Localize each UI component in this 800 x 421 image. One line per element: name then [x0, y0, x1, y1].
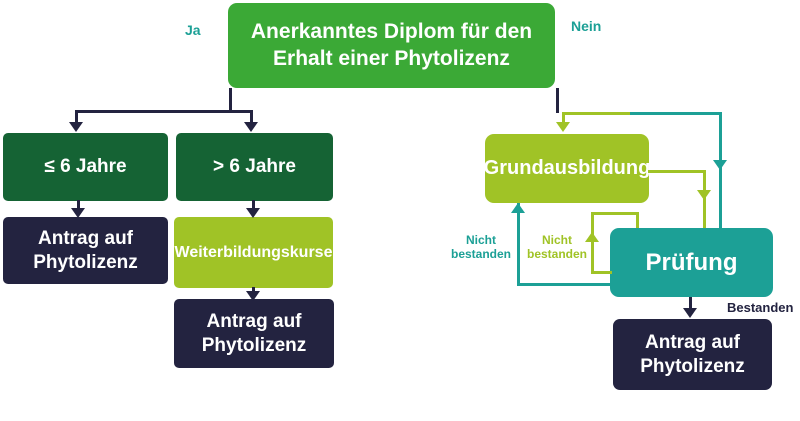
box-grundausbildung: Grundausbildung	[483, 134, 651, 203]
loop-retake-left	[591, 212, 594, 274]
connector-ja-drop	[229, 88, 232, 113]
box-antrag-phytolizenz-3-label: Antrag auf Phytolizenz	[640, 331, 745, 377]
arrowhead-weiterbildung-to-antrag-icon	[246, 291, 260, 301]
label-nein: Nein	[571, 18, 602, 34]
connector-grund-to-pruefung-horizontal	[648, 170, 706, 173]
connector-le6-to-antrag	[77, 200, 80, 210]
label-nicht-bestanden-green: Nicht bestanden	[526, 233, 587, 261]
arrowhead-nein-to-pruefung-icon	[713, 160, 727, 170]
box-weiterbildungskurse-label: Weiterbildungskurse	[174, 243, 333, 261]
loop-fail-horizontal	[517, 283, 611, 286]
connector-pruefung-to-antrag	[689, 297, 692, 310]
arrowhead-retake-up-icon	[585, 232, 599, 242]
label-ja: Ja	[185, 22, 201, 38]
arrowhead-gt6-to-weiterbildung-icon	[246, 208, 260, 218]
connector-gt6-to-weiterbildung	[252, 200, 255, 210]
box-weiterbildungskurse: Weiterbildungskurse	[174, 217, 333, 288]
arrowhead-grund-to-pruefung-icon	[697, 190, 711, 200]
connector-to-le6	[75, 110, 78, 123]
connector-nein-drop	[556, 88, 559, 113]
loop-fail-vertical	[517, 203, 520, 286]
box-le-6-jahre-label: ≤ 6 Jahre	[44, 156, 127, 178]
arrowhead-fail-to-grund-icon	[511, 203, 525, 213]
box-pruefung-label: Prüfung	[645, 248, 738, 276]
box-antrag-phytolizenz-3: Antrag auf Phytolizenz	[613, 319, 772, 390]
loop-retake-top	[591, 212, 639, 215]
connector-nein-green-horizontal	[562, 112, 630, 115]
connector-nein-teal-horizontal	[630, 112, 722, 115]
connector-weiterbildung-to-antrag	[252, 287, 255, 293]
arrowhead-to-gt6-icon	[244, 122, 258, 132]
loop-retake-bottom	[591, 271, 612, 274]
connector-to-gt6	[250, 110, 253, 123]
arrowhead-le6-to-antrag-icon	[71, 208, 85, 218]
box-grundausbildung-label: Grundausbildung	[483, 157, 651, 179]
box-antrag-phytolizenz-2: Antrag auf Phytolizenz	[174, 299, 334, 368]
arrowhead-pruefung-to-antrag-icon	[683, 308, 697, 318]
box-anerkanntes-diplom-label: Anerkanntes Diplom für den Erhalt einer …	[250, 20, 533, 70]
arrowhead-to-grundausbildung-icon	[556, 122, 570, 132]
box-antrag-phytolizenz-2-label: Antrag auf Phytolizenz	[201, 310, 307, 356]
box-anerkanntes-diplom: Anerkanntes Diplom für den Erhalt einer …	[228, 3, 555, 88]
box-antrag-phytolizenz-1-label: Antrag auf Phytolizenz	[33, 227, 138, 273]
connector-ja-horizontal	[75, 110, 253, 113]
arrowhead-to-le6-icon	[69, 122, 83, 132]
label-nicht-bestanden-teal: Nicht bestanden	[450, 233, 511, 261]
connector-nein-to-pruefung	[719, 112, 722, 228]
connector-to-grundausbildung	[562, 112, 565, 123]
box-gt-6-jahre: > 6 Jahre	[176, 133, 333, 201]
box-antrag-phytolizenz-1: Antrag auf Phytolizenz	[3, 217, 168, 284]
loop-retake-right	[636, 212, 639, 228]
box-le-6-jahre: ≤ 6 Jahre	[3, 133, 168, 201]
box-gt-6-jahre-label: > 6 Jahre	[213, 156, 296, 178]
label-bestanden: Bestanden	[727, 300, 794, 315]
box-pruefung: Prüfung	[610, 228, 773, 297]
